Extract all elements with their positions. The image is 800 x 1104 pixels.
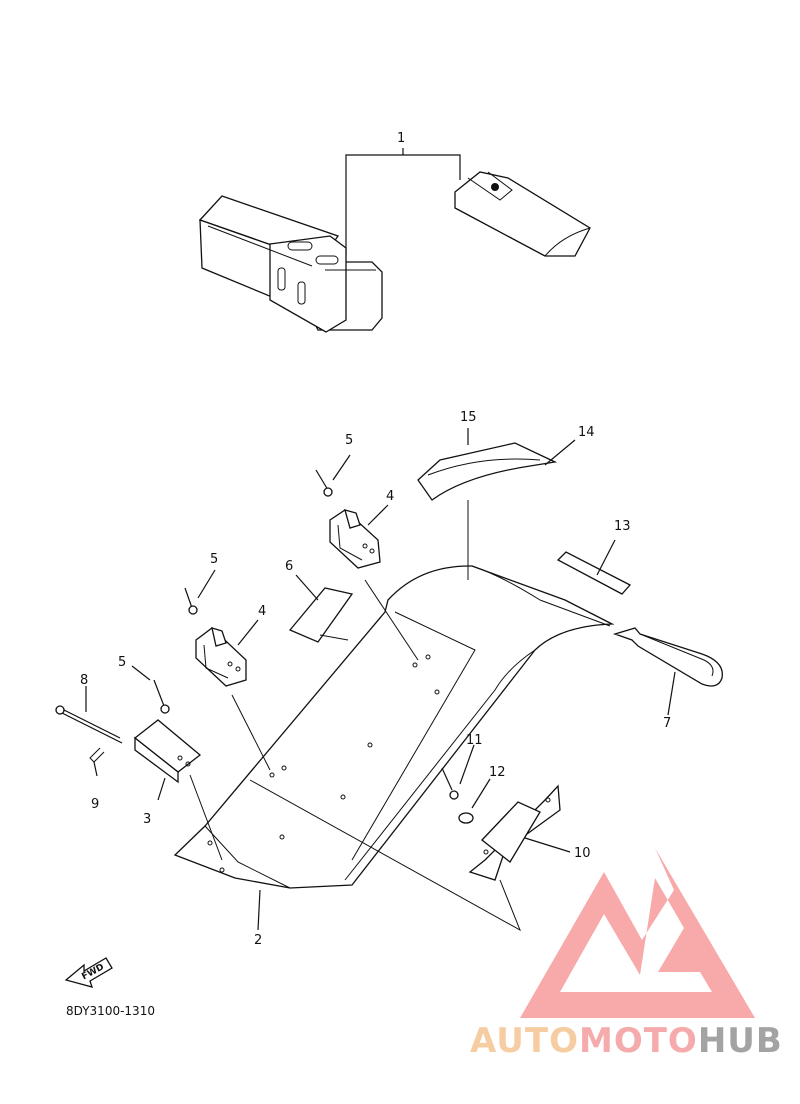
label-sticker [288,574,354,643]
label-11: 11 [466,733,483,748]
screw-lower [131,665,170,714]
label-9: 9 [91,797,99,812]
label-10: 10 [574,846,591,861]
callout-labels: 1 2 3 4 4 5 5 5 6 7 8 9 10 11 12 13 14 1… [80,131,671,948]
fender-plate [173,565,615,931]
rubber-strip [556,539,632,595]
hinge-bracket [55,686,223,861]
washer [458,778,491,824]
screw-middle [184,569,216,615]
label-12: 12 [489,765,506,780]
watermark-triangle-icon [520,848,755,1018]
clip-upper [329,504,419,661]
watermark-moto: MOTO [579,1021,698,1061]
watermark-auto: AUTO [470,1021,579,1061]
watermark-logo: AUTOMOTOHUB [470,848,783,1061]
screw-upper [315,454,351,497]
seat-band [417,428,576,580]
fwd-arrow: FWD [64,957,113,988]
tool-bag-assembly [198,148,591,333]
label-8: 8 [80,673,88,688]
label-1: 1 [397,131,405,146]
bolt [441,744,475,800]
watermark-text: AUTOMOTOHUB [470,1021,783,1061]
label-14: 14 [578,425,595,440]
label-2: 2 [254,933,262,948]
watermark-hub: HUB [698,1021,783,1061]
label-4b: 4 [258,604,266,619]
label-13: 13 [614,519,631,534]
label-5c: 5 [118,655,126,670]
label-3: 3 [143,812,151,827]
label-6: 6 [285,559,293,574]
clip-lower [195,619,271,771]
label-4a: 4 [386,489,394,504]
label-7: 7 [663,716,671,731]
diagram-code: 8DY3100-1310 [66,1004,155,1018]
label-15: 15 [460,410,477,425]
label-5a: 5 [345,433,353,448]
label-5b: 5 [210,552,218,567]
strap [612,627,723,716]
lock-bracket [468,784,571,881]
